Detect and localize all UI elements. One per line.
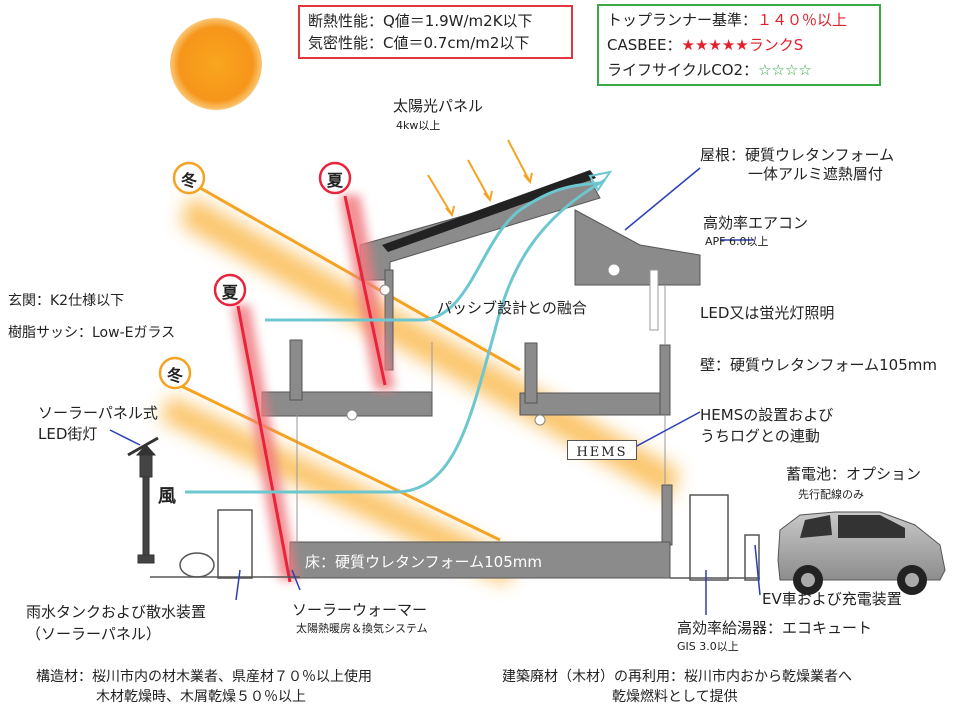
recycle-label-2: 乾燥燃料として提供 [612,689,738,705]
winter-ray-lower [174,381,501,542]
season-winter-lower: 冬 [167,366,184,385]
hems-device-label: HEMS [576,445,628,460]
ev-label: EV車および充電装置 [762,590,902,608]
airflow-lines [185,178,606,494]
streetlight-label-2: LED街灯 [38,425,98,443]
streetlight-label-1: ソーラーパネル式 [38,404,158,422]
wind-label: 風 [158,486,176,507]
sash-label: 樹脂サッシ：Low-Eガラス [8,325,176,341]
structure-label-2: 木材乾燥時、木屑乾燥５０％以上 [96,689,306,705]
summer-ray-upper [343,195,387,386]
recycle-label-1: 建築廃材（木材）の再利用：桜川市内おから乾燥業者へ [502,669,852,685]
structure-label-1: 構造材：桜川市内の材木業者、県産材７０％以上使用 [36,669,372,685]
rain-tank-label-2: （ソーラーパネル） [26,625,161,643]
aircon-sub: APF 6.0以上 [705,235,769,248]
rain-tank-label-1: 雨水タンクおよび散水装置 [26,603,207,621]
wall-label: 壁：硬質ウレタンフォーム105mm [700,356,937,374]
performance-box: 断熱性能：Q値＝1.9W/m2K以下 気密性能：C値＝0.7cm/m2以下 [298,5,573,59]
top-runner-value: １４０％以上 [757,11,848,29]
entrance-label: 玄関：K2仕様以下 [8,293,125,309]
exterior-fixtures [179,494,760,581]
season-summer-upper: 夏 [327,171,344,190]
perf-insulation: 断熱性能：Q値＝1.9W/m2K以下 [308,12,533,30]
ev-car [777,511,946,595]
battery-label: 蓄電池：オプション [786,465,922,483]
casbee-value: ★★★★★ランクS [681,36,804,54]
top-runner-label: トップランナー基準： [607,11,758,29]
street-light [127,436,159,564]
water-heater-label: 高効率給湯器：エコキュート [677,619,873,637]
winter-ray-glow [160,195,680,585]
roof-label: 屋根：硬質ウレタンフォーム [700,146,895,164]
season-winter-upper: 冬 [181,171,198,190]
solar-warmer-label: ソーラーウォーマー [292,601,428,619]
solar-panel [382,170,596,252]
solar-panel-label: 太陽光パネル [393,97,484,115]
passive-label: パッシブ設計との融合 [437,299,587,317]
standards-box: トップランナー基準：１４０％以上 CASBEE：★★★★★ランクS ライフサイク… [597,4,881,86]
casbee-label: CASBEE： [607,36,682,54]
perf-airtight: 気密性能：C値＝0.7cm/m2以下 [308,34,530,52]
house-structure [261,179,701,579]
hems-label-2: うちログとの連動 [700,427,820,445]
solar-panel-sub: 4kw以上 [396,119,441,132]
leader-lines [109,167,761,615]
floor-label: 床：硬質ウレタンフォーム105mm [305,553,542,571]
aircon-label: 高効率エアコン [703,214,809,232]
house-outline [296,285,666,542]
sun-icon [170,18,262,110]
summer-ray-lower [236,305,292,583]
sun-arrows [427,139,533,218]
roof-sub: 一体アルミ遮熱層付 [748,165,883,183]
water-heater-sub: GIS 3.0以上 [677,640,739,653]
solar-warmer-sub: 太陽熱暖房＆換気システム [296,622,428,635]
battery-sub: 先行配線のみ [798,488,864,501]
led-label: LED又は蛍光灯照明 [700,304,835,322]
lcco2-label: ライフサイクルCO2： [607,61,759,79]
hems-device: HEMS [567,440,637,460]
hems-label-1: HEMSの設置および [700,406,834,424]
light-fixtures [346,263,621,426]
airflow-arrowhead [588,170,613,192]
season-summer-lower: 夏 [222,283,239,302]
lcco2-value: ☆☆☆☆ [758,61,812,79]
season-markers [158,161,352,390]
